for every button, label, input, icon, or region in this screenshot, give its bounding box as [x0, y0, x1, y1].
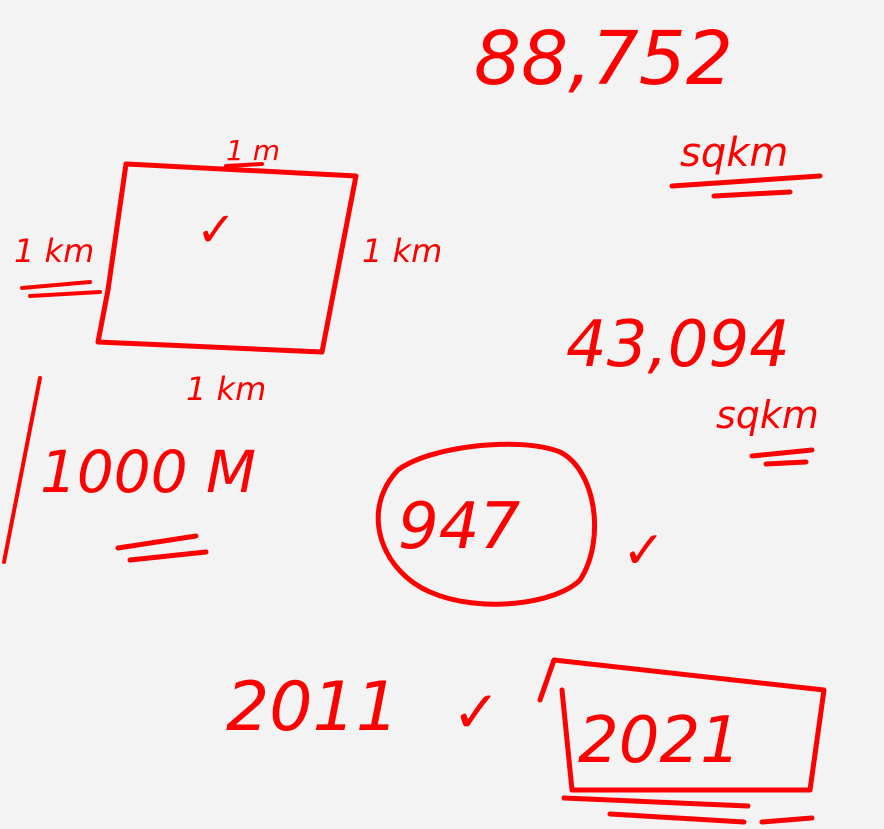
unit-middle-underline-2 — [763, 459, 809, 467]
left-vertical-line — [2, 376, 42, 564]
square-center-check: ✓ — [196, 202, 236, 258]
square-left-underline-1 — [20, 280, 92, 290]
square-diagram — [95, 161, 359, 355]
square-right-label: 1 km — [362, 232, 442, 270]
year-box-underline-3 — [759, 815, 815, 825]
meters-label: 1000 M — [40, 438, 256, 506]
meters-underline-2 — [127, 549, 209, 563]
unit-top: sqkm — [680, 130, 788, 176]
meters-underline-1 — [115, 533, 199, 551]
unit-top-underline-2 — [711, 189, 793, 199]
number-circle — [375, 441, 598, 607]
number-top: 88,752 — [474, 16, 733, 102]
year-box — [537, 657, 827, 793]
unit-middle: sqkm — [716, 393, 819, 437]
square-left-label: 1 km — [14, 232, 94, 270]
unit-middle-underline-1 — [749, 447, 815, 459]
year-left: 2011 — [226, 668, 399, 747]
circle-check-mark: ✓ — [622, 521, 666, 581]
circled-number: 947 — [398, 490, 520, 564]
year-box-underline-2 — [607, 811, 747, 825]
square-left-underline-2 — [28, 290, 102, 298]
unit-top-underline-1 — [669, 173, 823, 189]
number-middle: 43,094 — [566, 308, 790, 382]
square-top-label: 1 m — [226, 134, 280, 167]
year-box-underline-1 — [561, 795, 751, 809]
square-bottom-label: 1 km — [186, 370, 266, 408]
square-top-underline — [224, 162, 264, 168]
year-check-mark: ✓ — [452, 678, 501, 746]
year-boxed: 2021 — [578, 704, 741, 778]
